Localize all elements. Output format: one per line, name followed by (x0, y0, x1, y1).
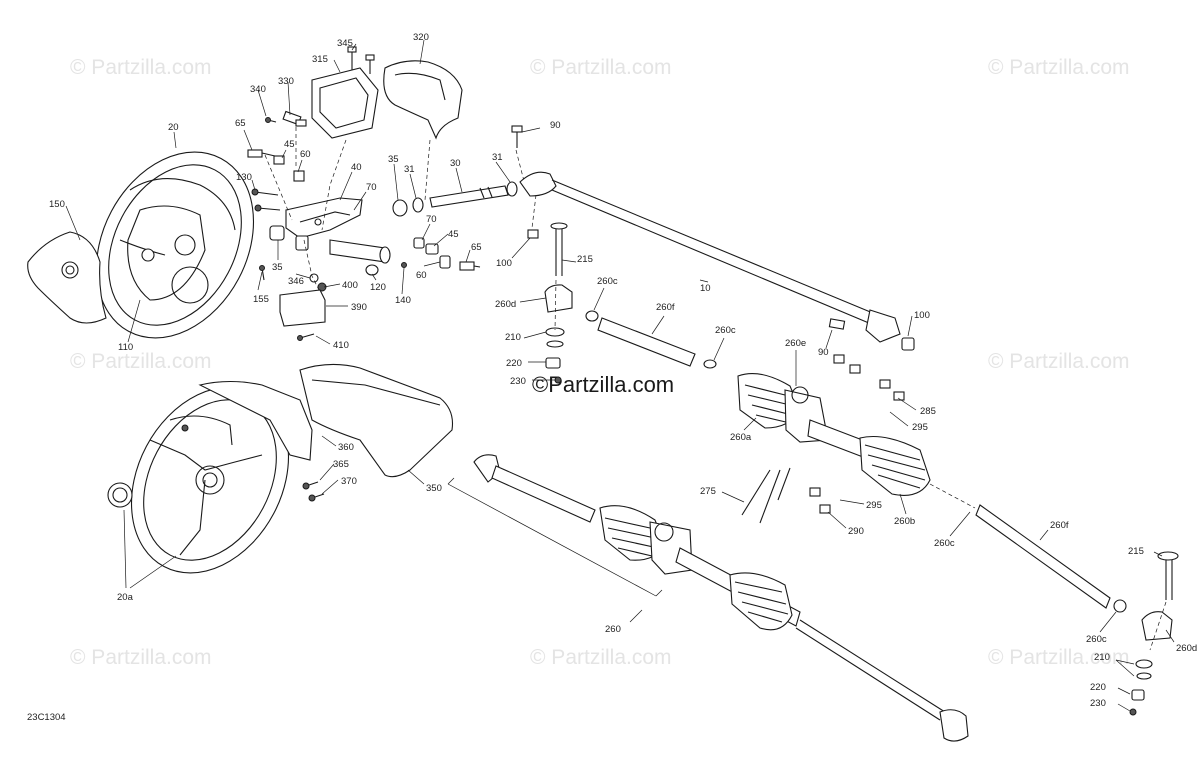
callout-65: 65 (471, 242, 482, 253)
callout-10: 10 (700, 283, 711, 294)
callout-70: 70 (366, 182, 377, 193)
callout-220: 220 (506, 358, 522, 369)
callout-230: 230 (1090, 698, 1106, 709)
diagram-code: 23C1304 (27, 712, 66, 723)
callout-40: 40 (351, 162, 362, 173)
callout-110: 110 (118, 342, 133, 353)
callout-210: 210 (1094, 652, 1110, 663)
steering-wheel-upper (95, 151, 255, 339)
callout-315: 315 (312, 54, 328, 65)
callout-260: 260 (605, 624, 621, 635)
callout-330: 330 (278, 76, 294, 87)
callout-65: 65 (235, 118, 246, 129)
callout-260f: 260f (656, 302, 675, 313)
callout-140: 140 (395, 295, 411, 306)
callout-350: 350 (426, 483, 442, 494)
callout-285: 285 (920, 406, 936, 417)
callout-20: 20 (168, 122, 179, 133)
callout-60: 60 (300, 149, 311, 160)
callout-260d: 260d (495, 299, 516, 310)
callout-295: 295 (912, 422, 928, 433)
callout-365: 365 (333, 459, 349, 470)
callout-31: 31 (492, 152, 503, 163)
watermark: © Partzilla.com (988, 646, 1130, 669)
callout-70: 70 (426, 214, 437, 225)
callout-340: 340 (250, 84, 266, 95)
steering-rack-lower (447, 454, 969, 742)
center-watermark: ©Partzilla.com (532, 372, 674, 397)
callout-260a: 260a (730, 432, 752, 443)
watermark: © Partzilla.com (530, 646, 672, 669)
callout-90: 90 (550, 120, 561, 131)
callout-410: 410 (333, 340, 349, 351)
callout-346: 346 (288, 276, 304, 287)
callout-360: 360 (338, 442, 354, 453)
callout-215: 215 (1128, 546, 1144, 557)
column-cover-lower (198, 363, 454, 502)
callout-400: 400 (342, 280, 358, 291)
callout-100: 100 (496, 258, 512, 269)
steering-rack-upper (544, 222, 1179, 716)
callout-230: 230 (510, 376, 526, 387)
watermark: © Partzilla.com (70, 350, 212, 373)
callout-260c: 260c (597, 276, 618, 287)
watermark: © Partzilla.com (988, 350, 1130, 373)
watermarks: © Partzilla.com © Partzilla.com © Partzi… (70, 56, 1130, 669)
watermark: © Partzilla.com (70, 646, 212, 669)
callout-150: 150 (49, 199, 65, 210)
leader-lines (65, 39, 1175, 712)
callout-35: 35 (388, 154, 399, 165)
callout-130: 130 (236, 172, 252, 183)
callout-295: 295 (866, 500, 882, 511)
callout-35: 35 (272, 262, 283, 273)
callout-260f: 260f (1050, 520, 1069, 531)
watermark: © Partzilla.com (988, 56, 1130, 79)
callout-90: 90 (818, 347, 829, 358)
callout-260d: 260d (1176, 643, 1197, 654)
callout-275: 275 (700, 486, 716, 497)
callout-320: 320 (413, 32, 429, 43)
callout-260b: 260b (894, 516, 915, 527)
watermark: © Partzilla.com (70, 56, 212, 79)
callout-labels: 345 320 315 330 340 65 20 45 60 90 31 35… (49, 32, 1197, 709)
callout-31: 31 (404, 164, 415, 175)
callout-215: 215 (577, 254, 593, 265)
intermediate-shaft (519, 171, 915, 351)
callout-100: 100 (914, 310, 930, 321)
callout-210: 210 (505, 332, 521, 343)
callout-60: 60 (416, 270, 427, 281)
callout-260c: 260c (934, 538, 955, 549)
callout-120: 120 (370, 282, 386, 293)
steering-wheel-lower (107, 386, 290, 574)
callout-30: 30 (450, 158, 461, 169)
callout-260e: 260e (785, 338, 806, 349)
callout-155: 155 (253, 294, 269, 305)
callout-345: 345 (337, 38, 353, 49)
watermark: © Partzilla.com (530, 56, 672, 79)
callout-220: 220 (1090, 682, 1106, 693)
callout-390: 390 (351, 302, 367, 313)
callout-370: 370 (341, 476, 357, 487)
steering-column-bracket (247, 46, 539, 341)
center-pad-cover (27, 231, 107, 324)
callout-290: 290 (848, 526, 864, 537)
callout-20a: 20a (117, 592, 134, 603)
callout-45: 45 (284, 139, 295, 150)
callout-260c: 260c (715, 325, 736, 336)
callout-45: 45 (448, 229, 459, 240)
callout-260c: 260c (1086, 634, 1107, 645)
